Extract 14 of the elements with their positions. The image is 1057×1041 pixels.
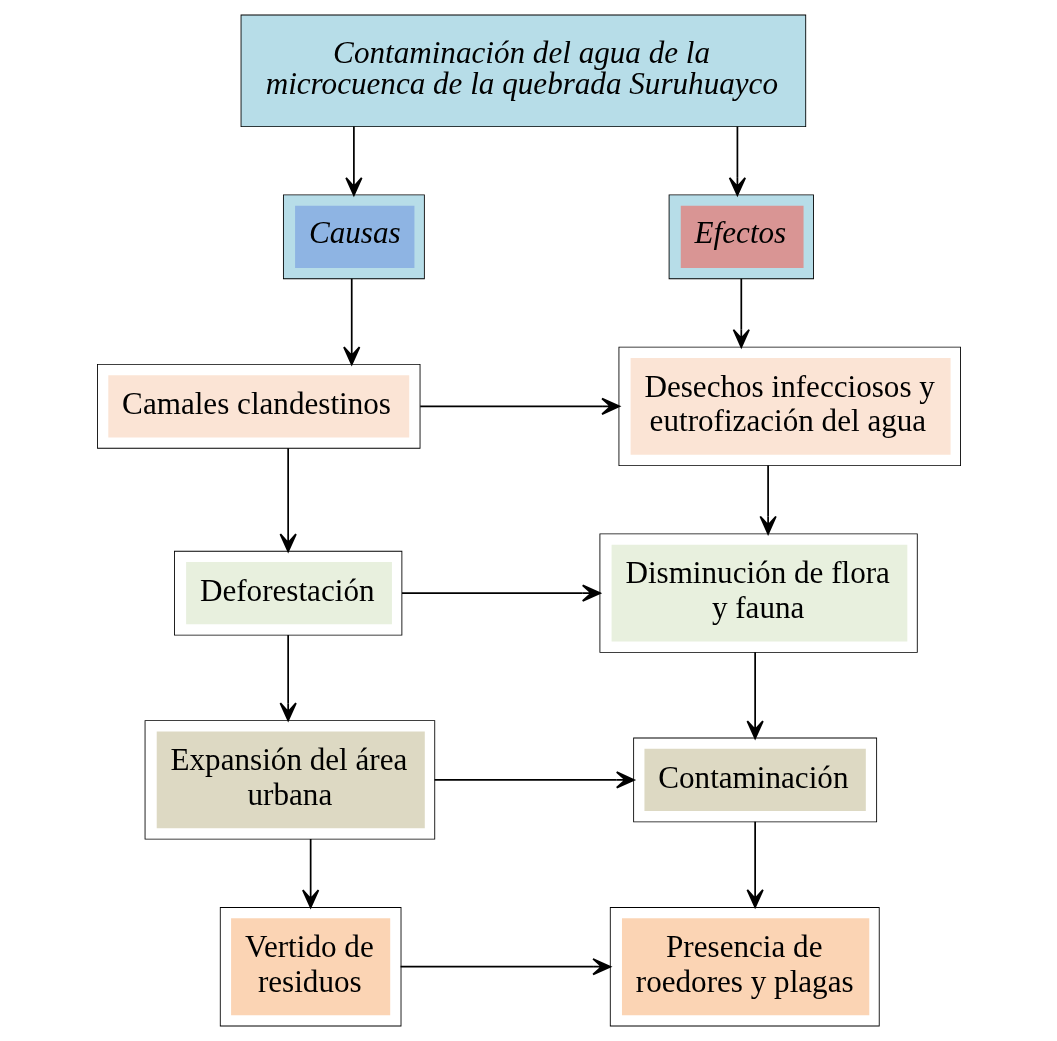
- arrow: [746, 651, 764, 740]
- arrow: [433, 771, 635, 789]
- arrow: [400, 584, 601, 602]
- arrow: [301, 838, 319, 909]
- arrow: [279, 634, 297, 722]
- arrow: [728, 125, 746, 197]
- arrow: [342, 277, 360, 366]
- arrow: [732, 277, 750, 348]
- arrow: [746, 821, 764, 909]
- arrow: [758, 464, 777, 535]
- arrow: [399, 958, 611, 976]
- arrow: [344, 125, 363, 197]
- arrow: [279, 447, 297, 553]
- arrow: [418, 397, 620, 415]
